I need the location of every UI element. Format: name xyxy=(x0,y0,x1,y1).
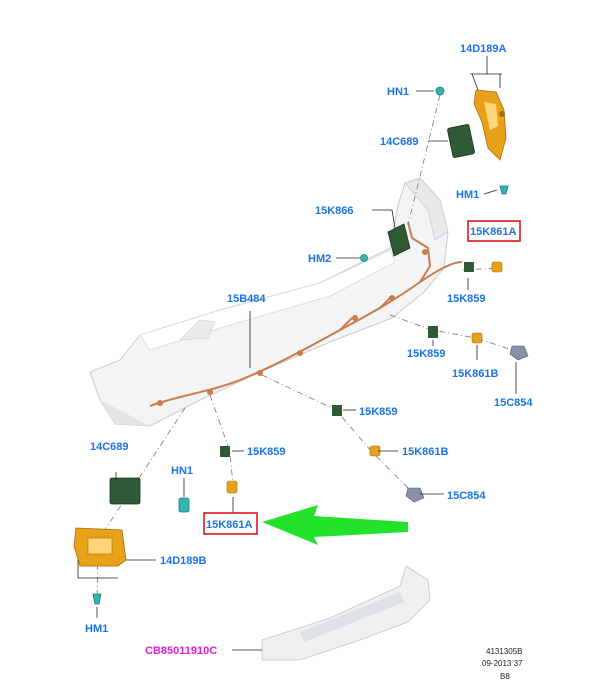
clip-hn1-left xyxy=(178,497,190,513)
sensor-15k861a-left xyxy=(226,480,238,494)
energy-absorber xyxy=(261,565,431,661)
label-15k861b-right: 15K861B xyxy=(452,368,499,380)
label-15k861a-left: 15K861A xyxy=(206,519,253,531)
connector-15k859-center xyxy=(332,405,342,416)
label-hm1-bottom: HM1 xyxy=(85,623,108,635)
connector-15k859-left xyxy=(220,446,230,457)
label-14c689-left: 14C689 xyxy=(90,441,129,453)
sensor-15k861b-right xyxy=(471,332,483,344)
label-15k859-right: 15K859 xyxy=(447,293,486,305)
retainer-15c854-center xyxy=(405,487,425,503)
label-cb-code: CB85011910C xyxy=(145,645,217,657)
label-14d189b: 14D189B xyxy=(160,555,207,567)
label-hn1-left: HN1 xyxy=(171,465,193,477)
highlight-box-15k861a-right xyxy=(467,220,521,242)
wiring-harness xyxy=(149,221,463,407)
label-hn1-top: HN1 xyxy=(387,86,409,98)
leader-lines xyxy=(77,56,517,651)
label-hm2: HM2 xyxy=(308,253,331,265)
label-hm1-top: HM1 xyxy=(456,189,479,201)
reference-line-3: B8 xyxy=(500,672,510,681)
bumper-cover xyxy=(89,177,449,427)
clip-hm1-bottom xyxy=(92,593,102,605)
reference-line-1: 4131305B xyxy=(486,647,522,656)
bracket-14d189b xyxy=(73,527,127,567)
connector-15k859-mid xyxy=(428,326,438,338)
label-15k861a-right: 15K861A xyxy=(470,226,517,238)
label-15k859-left: 15K859 xyxy=(247,446,286,458)
highlight-box-15k861a-left xyxy=(203,512,258,535)
label-15b484: 15B484 xyxy=(227,293,266,305)
module-14c689-top xyxy=(447,124,475,158)
clip-hm1-top xyxy=(499,185,509,195)
module-14c689-left xyxy=(109,477,141,505)
clip-hm2 xyxy=(360,254,368,262)
clip-hn1-top xyxy=(435,86,445,96)
reference-line-2: 09-2013 37 xyxy=(482,659,523,668)
label-15c854-center: 15C854 xyxy=(447,490,486,502)
bracket-15k866 xyxy=(387,223,411,257)
label-15k859-mid: 15K859 xyxy=(407,348,446,360)
retainer-15c854-right xyxy=(509,345,529,361)
label-14d189a-top: 14D189A xyxy=(460,43,507,55)
label-15k866: 15K866 xyxy=(315,205,354,217)
green-arrow-icon xyxy=(262,505,408,545)
bracket-14d189a xyxy=(473,89,507,161)
label-15c854-right: 15C854 xyxy=(494,397,533,409)
label-14c689-top: 14C689 xyxy=(380,136,419,148)
label-15k859-center: 15K859 xyxy=(359,406,398,418)
connector-15k859-right xyxy=(464,262,474,272)
sensor-15k861a-right xyxy=(491,261,503,273)
label-15k861b-center: 15K861B xyxy=(402,446,449,458)
